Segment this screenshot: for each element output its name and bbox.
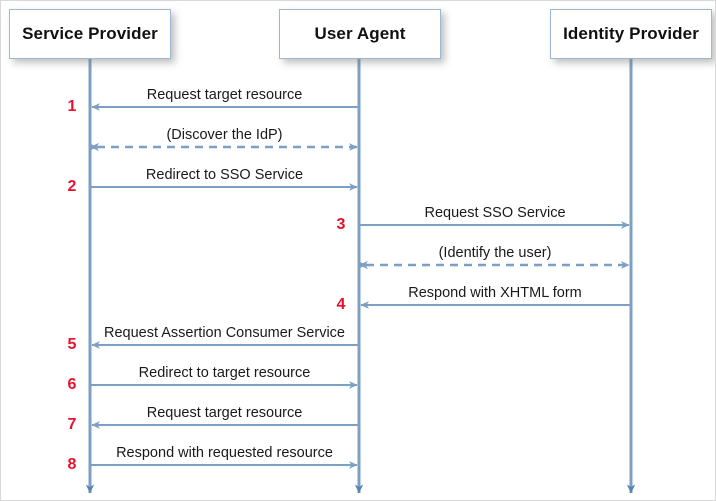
- message-label-9: Request target resource: [146, 405, 303, 421]
- actor-label-sp: Service Provider: [22, 24, 158, 43]
- step-number-1: 1: [67, 98, 77, 115]
- message-label-1: Request target resource: [146, 87, 303, 103]
- step-number-3: 3: [336, 216, 346, 233]
- actor-box-sp[interactable]: Service Provider: [9, 9, 171, 59]
- message-label-5: (Identify the user): [438, 245, 552, 261]
- step-number-5: 5: [67, 336, 77, 353]
- actor-box-idp[interactable]: Identity Provider: [550, 9, 712, 59]
- message-arrowhead-left-5: [359, 260, 368, 270]
- step-number-6: 6: [67, 376, 77, 393]
- message-label-10: Respond with requested resource: [116, 445, 333, 461]
- message-label-7: Request Assertion Consumer Service: [104, 325, 345, 341]
- actor-label-idp: Identity Provider: [563, 24, 699, 43]
- message-label-6: Respond with XHTML form: [408, 285, 582, 301]
- message-label-4: Request SSO Service: [424, 205, 566, 221]
- message-label-3: Redirect to SSO Service: [145, 167, 304, 183]
- message-arrows-group: [89, 103, 631, 469]
- step-number-2: 2: [67, 178, 77, 195]
- actor-box-ua[interactable]: User Agent: [279, 9, 441, 59]
- message-arrowhead-left-2: [90, 142, 99, 152]
- message-label-8: Redirect to target resource: [138, 365, 311, 381]
- lifelines-group: [85, 59, 636, 494]
- actor-label-ua: User Agent: [314, 24, 406, 43]
- message-label-2: (Discover the IdP): [166, 127, 283, 143]
- step-number-8: 8: [67, 456, 77, 473]
- step-number-7: 7: [67, 416, 77, 433]
- step-number-4: 4: [336, 296, 346, 313]
